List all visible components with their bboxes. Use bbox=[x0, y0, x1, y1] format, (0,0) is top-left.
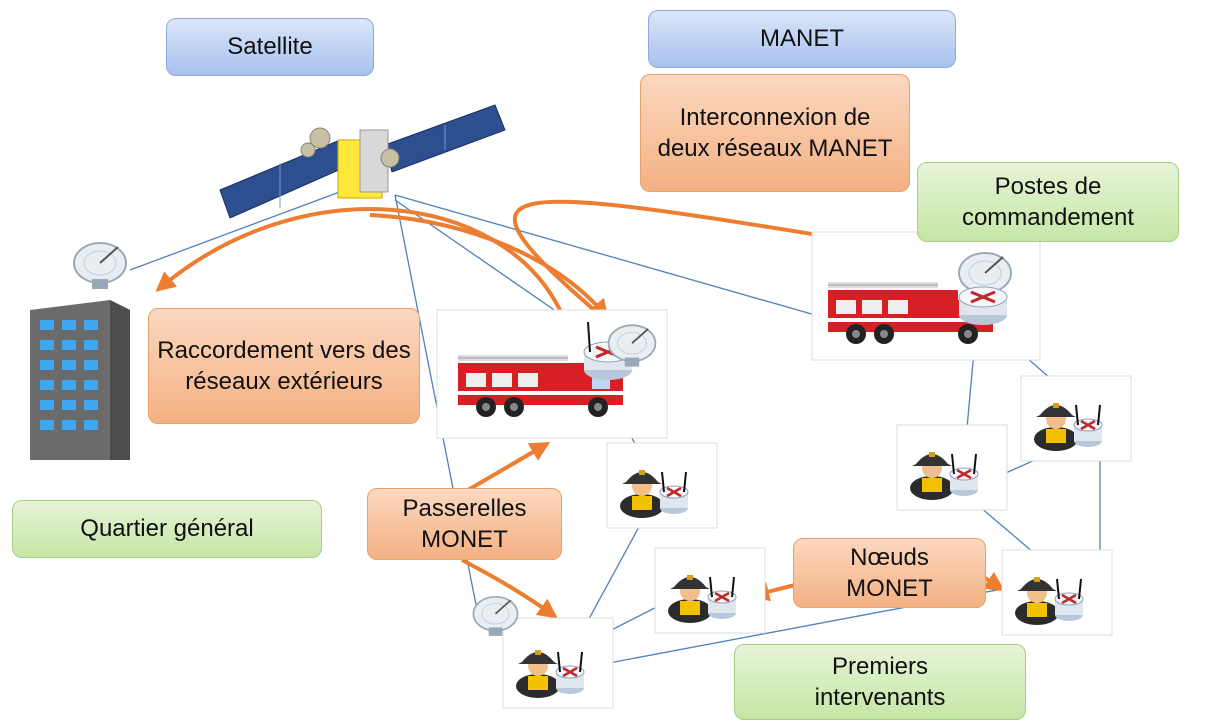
label-interconnexion-text: Interconnexion de deux réseaux MANET bbox=[657, 103, 893, 162]
arrow-to-gateway-truck bbox=[369, 213, 609, 320]
firefighter-node-bottom bbox=[502, 617, 614, 709]
label-noeuds: Nœuds MONET bbox=[793, 538, 986, 608]
link-satellite-command-post bbox=[394, 194, 851, 326]
label-satellite: Satellite bbox=[166, 18, 374, 76]
label-noeuds-text: Nœuds MONET bbox=[846, 543, 933, 602]
link-hq-satellite bbox=[129, 189, 346, 271]
label-raccordement-text: Raccordement vers des réseaux extérieurs bbox=[157, 336, 411, 395]
label-manet: MANET bbox=[648, 10, 956, 68]
label-premiers-text: Premiers intervenants bbox=[814, 652, 946, 711]
building-icon bbox=[30, 300, 130, 460]
firefighter-node-right bbox=[1001, 549, 1113, 636]
label-satellite-text: Satellite bbox=[227, 33, 313, 61]
arrows bbox=[155, 199, 1005, 619]
arrow-to-hq bbox=[155, 207, 562, 311]
label-postes-text: Postes de commandement bbox=[961, 172, 1135, 231]
arrow-passerelle-truck bbox=[466, 441, 551, 492]
label-quartier-text: Quartier général bbox=[80, 515, 254, 543]
firefighter-node-2 bbox=[654, 547, 766, 634]
label-passerelles: Passerelles MONET bbox=[367, 488, 562, 560]
label-manet-text: MANET bbox=[760, 25, 844, 53]
label-quartier: Quartier général bbox=[12, 500, 322, 558]
label-interconnexion: Interconnexion de deux réseaux MANET bbox=[640, 74, 910, 192]
arrow-passerelle-dish bbox=[461, 558, 558, 619]
satellite-icon bbox=[219, 104, 506, 219]
firefighter-node-1 bbox=[606, 442, 718, 529]
arrow-noeud-right bbox=[982, 571, 1005, 592]
radio-node-icon bbox=[958, 286, 1008, 325]
firefighter-node-a bbox=[1020, 375, 1132, 462]
arrow-to-command-post bbox=[512, 199, 886, 317]
satellite-dish-icon bbox=[73, 242, 127, 290]
label-raccordement: Raccordement vers des réseaux extérieurs bbox=[148, 308, 420, 424]
label-passerelles-text: Passerelles MONET bbox=[402, 494, 527, 553]
label-premiers: Premiers intervenants bbox=[734, 644, 1026, 720]
firefighter-node-b bbox=[896, 424, 1008, 511]
label-postes: Postes de commandement bbox=[917, 162, 1179, 242]
